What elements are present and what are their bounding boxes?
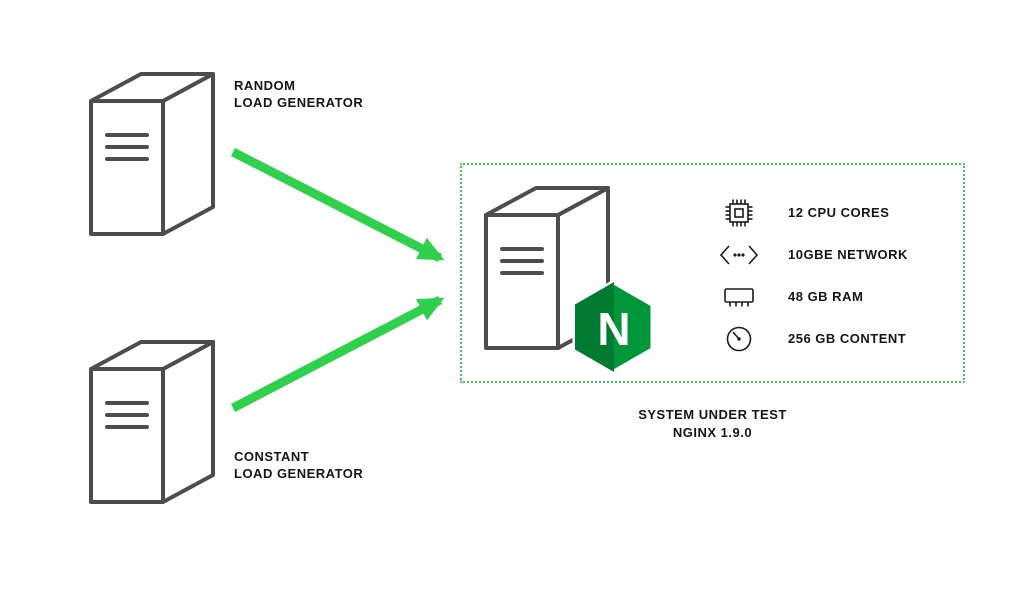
spec-row-network: 10GBE NETWORK [716, 237, 908, 273]
spec-list: 12 CPU CORES 10GBE NETWORK [716, 195, 908, 357]
spec-row-cpu: 12 CPU CORES [716, 195, 908, 231]
arrow-constant-to-sut [230, 296, 445, 412]
system-under-test-caption: SYSTEM UNDER TEST NGINX 1.9.0 [460, 406, 965, 442]
spec-row-content: 256 GB CONTENT [716, 321, 908, 357]
random-load-generator-label: RANDOM LOAD GENERATOR [234, 78, 364, 110]
content-icon [726, 326, 752, 352]
spec-label-cpu: 12 CPU CORES [788, 205, 890, 220]
spec-label-content: 256 GB CONTENT [788, 331, 907, 346]
system-under-test-box: 12 CPU CORES 10GBE NETWORK [460, 163, 965, 383]
ram-icon [724, 288, 754, 307]
nginx-logo-icon: N [572, 279, 656, 375]
caption-line-2: NGINX 1.9.0 [672, 425, 753, 440]
caption-line-1: SYSTEM UNDER TEST [638, 407, 787, 422]
nginx-logo-letter: N [597, 303, 630, 355]
arrow-random-to-sut [230, 147, 445, 263]
cpu-icon [725, 199, 753, 227]
server-icon-constant [89, 340, 215, 504]
spec-label-ram: 48 GB RAM [788, 289, 864, 304]
constant-load-generator-label: CONSTANT LOAD GENERATOR [234, 449, 364, 481]
server-icon-random [89, 72, 215, 236]
network-icon [719, 245, 759, 265]
spec-row-ram: 48 GB RAM [716, 279, 908, 315]
spec-label-network: 10GBE NETWORK [788, 247, 908, 262]
